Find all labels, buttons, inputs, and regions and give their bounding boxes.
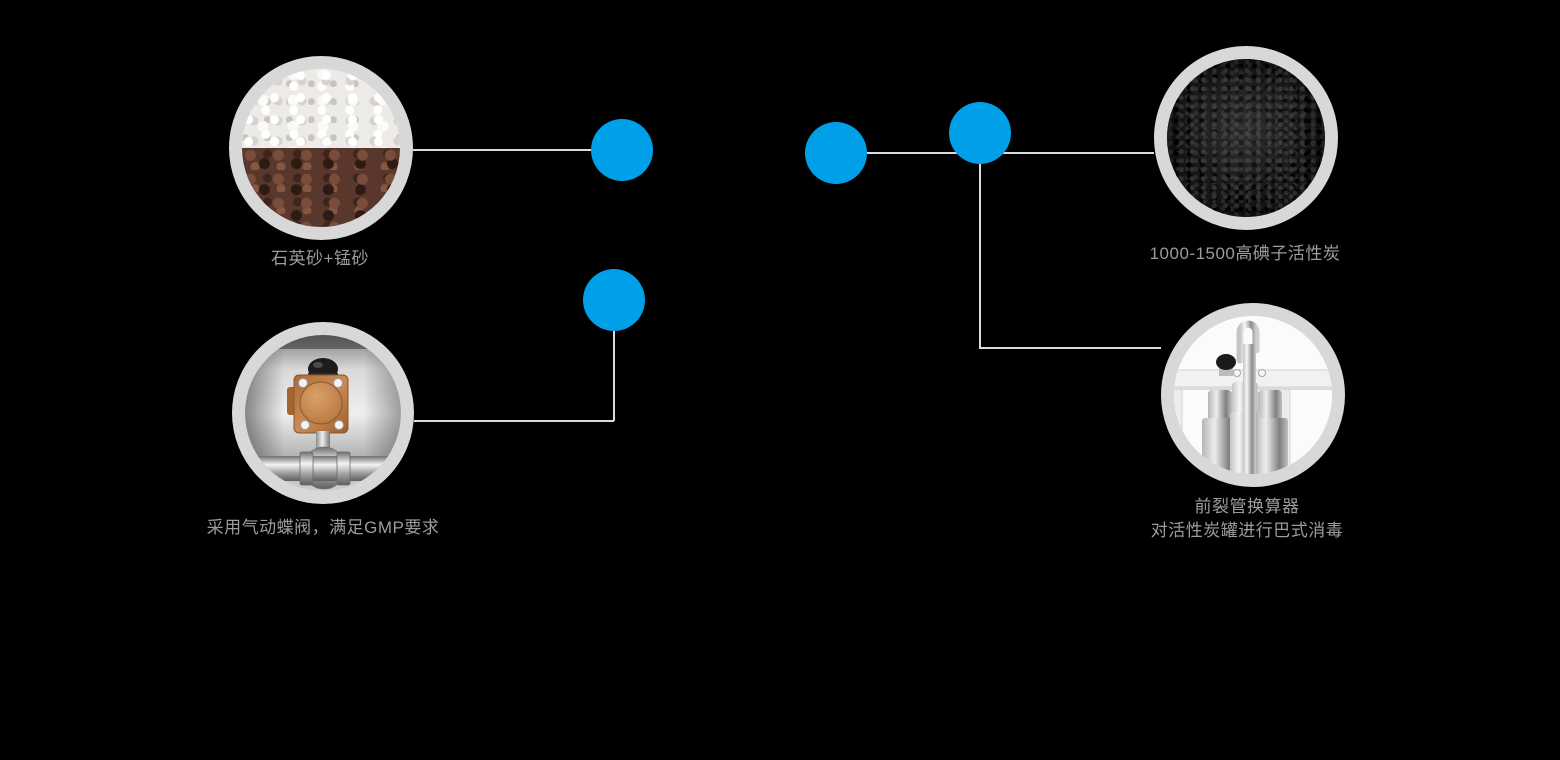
activated-carbon-texture — [1167, 59, 1325, 217]
manganese-sand-texture — [242, 148, 400, 227]
connector-line-exchanger-vertical — [979, 133, 981, 349]
quartz-manganese-sand-photo — [229, 56, 413, 240]
hotspot-dot-valve[interactable] — [583, 269, 645, 331]
pneumatic-valve-label: 采用气动蝶阀，满足GMP要求 — [206, 518, 440, 537]
activated-carbon-label: 1000-1500高碘子活性炭 — [1149, 244, 1341, 263]
connector-line-quartz — [413, 149, 622, 151]
hotspot-dot-quartz[interactable] — [591, 119, 653, 181]
quartz-sand-label: 石英砂+锰砂 — [271, 249, 369, 268]
activated-carbon-photo — [1154, 46, 1338, 230]
heat-exchanger-label-line1: 前裂管换算器 — [1194, 497, 1300, 516]
heat-exchanger-illustration — [1174, 316, 1332, 474]
hotspot-dot-right[interactable] — [949, 102, 1011, 164]
connector-line-valve-vertical — [613, 300, 615, 421]
heat-exchanger-label: 前裂管换算器 对活性炭罐进行巴式消毒 — [1047, 495, 1447, 543]
connector-line-exchanger-horizontal — [980, 347, 1161, 349]
heat-exchanger-photo — [1161, 303, 1345, 487]
pneumatic-valve-illustration — [245, 335, 401, 491]
connector-line-valve-horizontal — [414, 420, 614, 422]
hotspot-dot-left[interactable] — [805, 122, 867, 184]
pneumatic-valve-photo — [232, 322, 414, 504]
heat-exchanger-label-line2: 对活性炭罐进行巴式消毒 — [1150, 521, 1344, 540]
quartz-sand-texture — [242, 69, 400, 148]
